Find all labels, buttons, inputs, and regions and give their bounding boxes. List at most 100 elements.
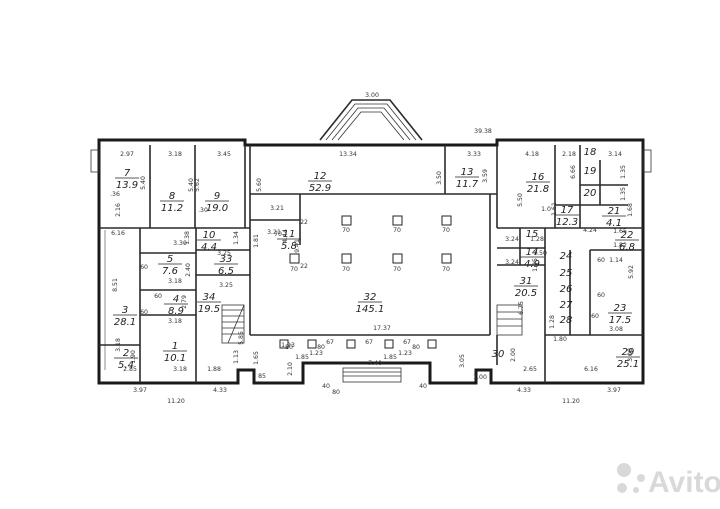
- dimension-label: 3.18: [168, 151, 182, 158]
- room-area: 5.8: [281, 241, 297, 252]
- dimension-label: 6.16: [111, 230, 125, 237]
- dimension-label: 1.65: [253, 351, 260, 365]
- door-width-label: 67: [326, 339, 334, 346]
- dimension-label: 1.61: [551, 202, 558, 216]
- dimension-label: 2.97: [120, 151, 134, 158]
- door-width-label: 80: [285, 344, 293, 351]
- dimension-label: 1.81: [253, 234, 260, 248]
- dimension-label: 2.00: [510, 348, 517, 362]
- door-width-label: 85: [258, 373, 266, 380]
- door-width-label: 60: [140, 309, 148, 316]
- room-area: 145.1: [356, 304, 385, 315]
- door-width-label: 22: [300, 219, 308, 226]
- room-area: 6.8: [619, 242, 635, 253]
- room-number: 5: [167, 254, 173, 265]
- dimension-label: 2.85: [123, 366, 137, 373]
- dimension-label: 8.51: [112, 278, 119, 292]
- room-label: 48.9: [164, 294, 188, 317]
- dimension-label: 3.08: [609, 326, 623, 333]
- dimension-label: 2.65: [523, 366, 537, 373]
- dimension-label: 1.35: [620, 187, 627, 201]
- dimension-label: 3.21: [267, 229, 281, 236]
- room-label: 919.0: [205, 191, 229, 214]
- dimension-label: 1.88: [207, 366, 221, 373]
- dimension-label: 1.0: [541, 206, 551, 213]
- dimension-label: 3.24: [505, 259, 519, 266]
- dimension-label: 1.90: [130, 350, 137, 364]
- room-number: 29: [622, 347, 635, 358]
- room-label: 713.9: [115, 168, 139, 191]
- dimension-label: 3.14: [608, 151, 622, 158]
- dimension-label: 2.79: [181, 295, 188, 309]
- door-width-label: 60: [591, 313, 599, 320]
- room-number: 13: [461, 167, 474, 178]
- room-number: 26: [560, 284, 573, 295]
- dimension-label: 3.45: [217, 151, 231, 158]
- dimension-label: 1.28: [530, 236, 544, 243]
- door-width-label: 70: [342, 266, 350, 273]
- watermark-text: Avito: [648, 466, 720, 499]
- dimension-label: 5.40: [140, 176, 147, 190]
- dimension-label: 1.13: [233, 350, 240, 364]
- dimension-label: 1.28: [549, 315, 556, 329]
- dimension-label: 3.18: [168, 278, 182, 285]
- dimension-label: 3.59: [482, 169, 489, 183]
- dimension-label: 6.16: [584, 366, 598, 373]
- room-label: 115.8: [277, 229, 301, 252]
- dimension-label: 3.18: [173, 366, 187, 373]
- dimension-label: 17.37: [373, 325, 391, 332]
- room-number: 25: [560, 268, 573, 279]
- dimension-label: 5.85: [238, 331, 245, 345]
- room-area: 10.1: [164, 353, 186, 364]
- room-number: 9: [214, 191, 220, 202]
- dimension-label: 11.20: [562, 398, 580, 405]
- dimension-label: 3.24: [505, 236, 519, 243]
- room-number: 24: [560, 251, 573, 262]
- door-width-label: 67: [403, 339, 411, 346]
- dimension-label: 9.41: [294, 239, 301, 253]
- room-number: 22: [621, 230, 634, 241]
- dimension-label: 3.50: [436, 171, 443, 185]
- door-width-label: 60: [154, 293, 162, 300]
- dimension-label: 2.40: [185, 263, 192, 277]
- room-area: 8.9: [168, 306, 184, 317]
- room-area: 19.0: [206, 203, 228, 214]
- room-area: 5.4: [118, 360, 134, 371]
- door-width-label: 22: [300, 263, 308, 270]
- door-width-label: 60: [140, 264, 148, 271]
- stairs: [221, 304, 523, 383]
- dimension-label: 6.75: [518, 301, 525, 315]
- dimension-label: 1.82: [613, 242, 627, 249]
- room-area: 19.5: [198, 304, 220, 315]
- room-number: 34: [203, 292, 216, 303]
- dimension-label: 1.35: [620, 165, 627, 179]
- room-label: 30: [492, 349, 505, 360]
- dimension-label: 3.18: [115, 338, 122, 352]
- dimension-label: 2.10: [287, 362, 294, 376]
- room-label: 336.5: [214, 254, 238, 277]
- room-number: 18: [584, 147, 597, 158]
- dimension-label: 1.23: [309, 350, 323, 357]
- room-number: 30: [492, 349, 505, 360]
- room-label: 144.9: [520, 247, 544, 270]
- interior-walls: [99, 145, 643, 383]
- door-width-label: 67: [365, 339, 373, 346]
- room-number: 17: [561, 205, 574, 216]
- room-label: 20: [584, 188, 597, 199]
- room-area: 4.4: [201, 242, 217, 253]
- avito-watermark: Avito: [617, 463, 720, 499]
- room-area: 28.1: [114, 317, 136, 328]
- dimension-label: 5.62: [194, 178, 201, 192]
- dimension-label: 13.34: [339, 151, 357, 158]
- room-number: 33: [220, 254, 233, 265]
- room-label: 226.8: [615, 230, 639, 253]
- room-label: 25.4: [114, 348, 138, 371]
- room-number: 8: [169, 191, 175, 202]
- room-number: 2: [123, 348, 129, 359]
- room-number: 14: [526, 247, 539, 258]
